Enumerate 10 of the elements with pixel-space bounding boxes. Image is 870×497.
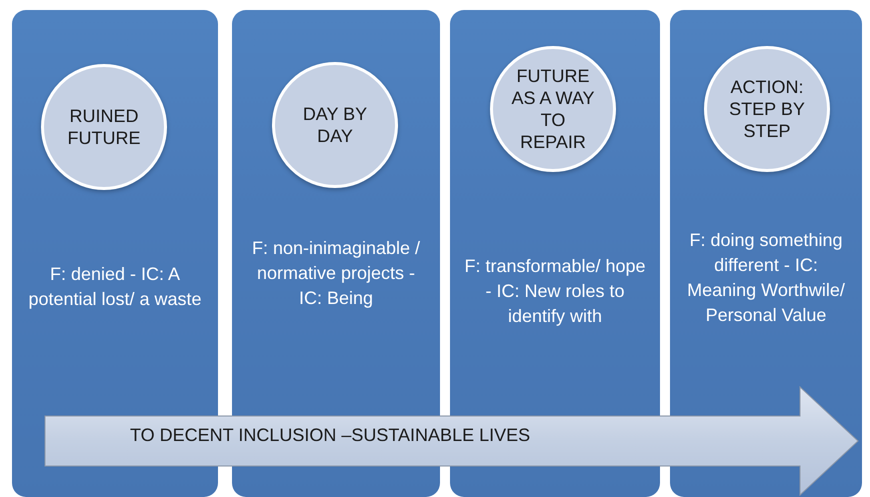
banner-text: TO DECENT INCLUSION –SUSTAINABLE LIVES xyxy=(130,425,530,446)
circle-label: FUTURE AS A WAY TO REPAIR xyxy=(510,65,596,153)
panel-text: F: doing something different - IC: Meaning Worthwile/ Personal Value xyxy=(686,229,846,327)
circle-label: RUINED FUTURE xyxy=(66,105,142,149)
arrow-banner xyxy=(44,386,860,496)
circle-label: DAY BY DAY xyxy=(302,103,368,147)
circle-label: ACTION: STEP BY STEP xyxy=(728,76,806,142)
panel-text: F: transformable/ hope - IC: New roles to identify with xyxy=(463,255,647,328)
panel-text: F: denied - IC: A potential lost/ a waste xyxy=(27,263,203,311)
panel-text: F: non-inimaginable / normative projects - IC: Being xyxy=(250,237,422,310)
